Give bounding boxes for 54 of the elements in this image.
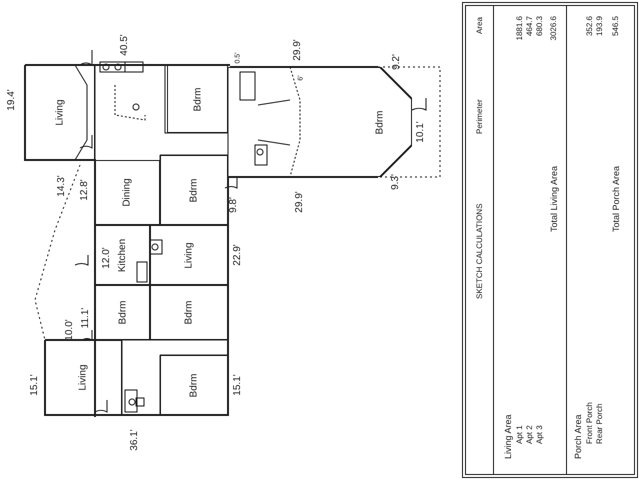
room-label: Bdrm: [188, 373, 200, 397]
dimension-label: 36.1': [130, 429, 140, 451]
dimension-label: 11.1': [81, 308, 91, 328]
area-value: 3026.6: [550, 16, 558, 40]
room-label: Dining: [122, 178, 133, 207]
area-value: 193.9: [596, 16, 604, 36]
section-label: Porch Area: [574, 414, 583, 459]
dimension-label: 40.5': [120, 34, 130, 56]
room-label: Bdrm: [374, 110, 386, 134]
row-label: Apt 1: [516, 425, 524, 444]
total-label: Total Porch Area: [612, 166, 621, 232]
table-header: Area: [476, 17, 484, 34]
room-label: Living: [184, 242, 194, 268]
room-label: Kitchen: [117, 238, 128, 272]
area-value: 1881.6: [516, 16, 524, 40]
dimension-label: 9.2': [392, 54, 402, 70]
row-label: Apt 2: [526, 425, 534, 444]
dimension-label: 10.1': [416, 121, 426, 143]
room-label: Bdrm: [188, 178, 200, 202]
room-label: Bdrm: [192, 87, 203, 111]
room-label: Bdrm: [117, 300, 128, 324]
total-label: Total Living Area: [550, 166, 559, 232]
dimension-label: 29.9': [293, 39, 303, 61]
row-label: Front Porch: [586, 402, 594, 444]
dimension-label: 22.9': [233, 244, 243, 266]
room: [167, 65, 228, 133]
row-label: Apt 3: [536, 425, 544, 444]
row-label: Rear Porch: [596, 404, 604, 444]
dimension-label: 19.4': [7, 89, 17, 111]
table-header: Perimeter: [476, 99, 484, 134]
dimension-label: 12.8': [80, 179, 90, 201]
room-label: Bdrm: [184, 300, 194, 324]
dimension-label: 15.1': [30, 374, 40, 396]
room: [95, 225, 150, 285]
room: [95, 285, 150, 340]
room: [150, 225, 228, 285]
dimension-label: 29.9': [295, 191, 305, 213]
dimension-label: 15.1': [233, 374, 243, 396]
table-header: SKETCH CALCULATIONS: [476, 204, 484, 299]
room: [95, 160, 160, 225]
room-label: Living: [54, 99, 66, 126]
area-value: 464.7: [526, 16, 534, 36]
area-value: 546.5: [612, 16, 620, 36]
area-value: 680.3: [536, 16, 544, 36]
section-label: Living Area: [504, 414, 513, 459]
dimension-label: 12.0': [102, 247, 112, 269]
dimension-label: 14.3': [57, 175, 67, 197]
room: [150, 285, 228, 340]
room-label: Living: [78, 364, 89, 391]
dimension-label: 9.8': [229, 197, 239, 213]
room: [160, 355, 228, 415]
area-value: 352.6: [586, 16, 594, 36]
dimension-label: 10.0': [65, 319, 75, 341]
room: [160, 155, 228, 225]
